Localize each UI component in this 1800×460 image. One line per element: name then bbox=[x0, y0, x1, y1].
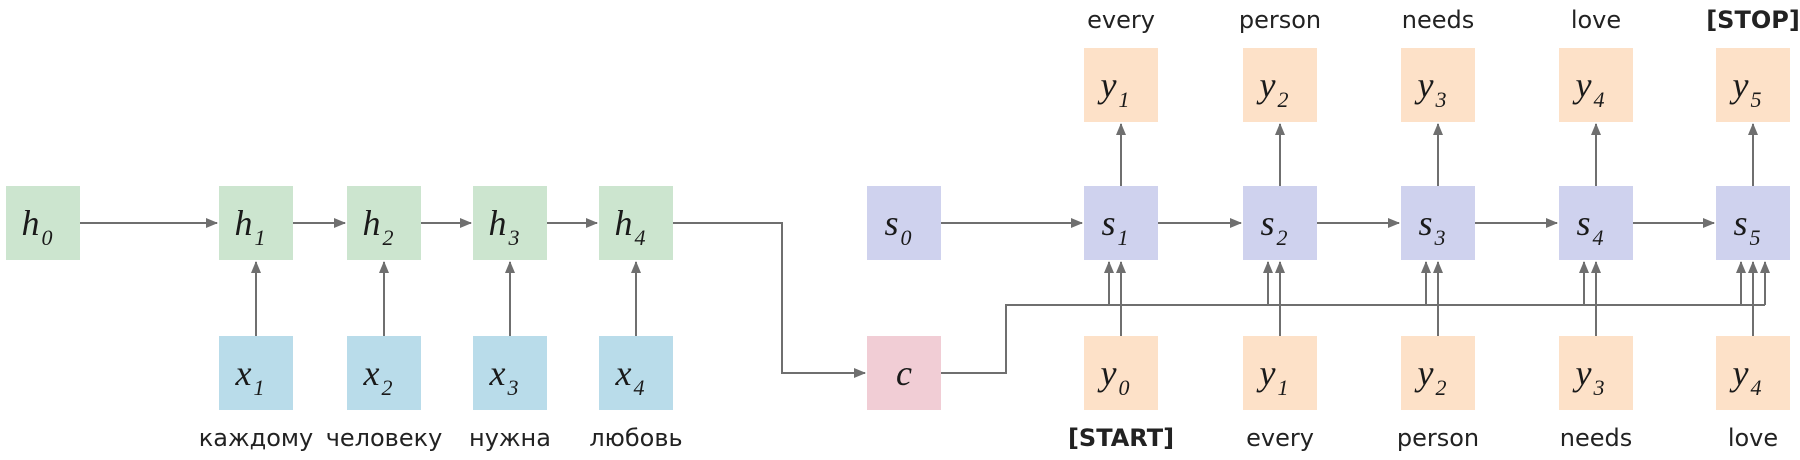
encoder-hidden-4-label: h4 bbox=[615, 203, 646, 250]
context-vector-box bbox=[867, 336, 941, 410]
decoder-state-5-label: s5 bbox=[1733, 203, 1760, 250]
decoder-input-0: y0 bbox=[1084, 336, 1158, 410]
encoder-hidden-1-box bbox=[219, 186, 293, 260]
decoder-output-word-1: every bbox=[1087, 6, 1155, 34]
encoder-input-2-box bbox=[347, 336, 421, 410]
decoder-state-0: s0 bbox=[867, 186, 941, 260]
decoder-input-word-1: every bbox=[1246, 424, 1314, 452]
decoder-output-4-label: y4 bbox=[1573, 65, 1605, 112]
edges bbox=[80, 123, 1770, 378]
decoder-state-0-label: s0 bbox=[884, 203, 911, 250]
decoder-output-5: y5 bbox=[1716, 48, 1790, 122]
decoder-state-5-box bbox=[1716, 186, 1790, 260]
encoder-input-4-box bbox=[599, 336, 673, 410]
decoder-input-word-2: person bbox=[1397, 424, 1479, 452]
encoder-input-1-label: x1 bbox=[235, 353, 265, 400]
decoder-output-word-5: [STOP] bbox=[1706, 6, 1800, 34]
decoder-state-5: s5 bbox=[1716, 186, 1790, 260]
encoder-hidden-2-label: h2 bbox=[363, 203, 394, 250]
decoder-output-word-2: person bbox=[1239, 6, 1321, 34]
encoder-input-word-2: человеку bbox=[326, 424, 443, 452]
encoder-input-word-1: каждому bbox=[199, 424, 313, 452]
decoder-input-0-box bbox=[1084, 336, 1158, 410]
decoder-state-4: s4 bbox=[1559, 186, 1633, 260]
encoder-input-2-label: x2 bbox=[363, 353, 393, 400]
decoder-state-1-label: s1 bbox=[1101, 203, 1128, 250]
encoder-hidden-1: h1 bbox=[219, 186, 293, 260]
encoder-hidden-2-box bbox=[347, 186, 421, 260]
nodes: h0 h1 h2 h3 h4 x1 каждому x2 человеку x3 нужна x4 лю… bbox=[6, 6, 1800, 452]
decoder-input-word-3: needs bbox=[1560, 424, 1632, 452]
decoder-output-5-label: y5 bbox=[1730, 65, 1762, 112]
context-vector-label: c bbox=[896, 353, 912, 393]
decoder-state-1: s1 bbox=[1084, 186, 1158, 260]
encoder-hidden-3: h3 bbox=[473, 186, 547, 260]
encoder-input-word-3: нужна bbox=[469, 424, 551, 452]
encoder-hidden-0-box bbox=[6, 186, 80, 260]
encoder-input-4-label: x4 bbox=[615, 353, 645, 400]
decoder-state-2: s2 bbox=[1243, 186, 1317, 260]
decoder-input-1-label: y1 bbox=[1257, 353, 1289, 400]
decoder-output-word-4: love bbox=[1571, 6, 1621, 34]
decoder-output-4-box bbox=[1559, 48, 1633, 122]
encoder-input-3-label: x3 bbox=[489, 353, 519, 400]
decoder-state-1-box bbox=[1084, 186, 1158, 260]
edge-h4-context bbox=[673, 222, 866, 378]
decoder-input-3-label: y3 bbox=[1573, 353, 1605, 400]
decoder-output-2: y2 bbox=[1243, 48, 1317, 122]
decoder-output-5-box bbox=[1716, 48, 1790, 122]
decoder-output-word-3: needs bbox=[1402, 6, 1474, 34]
encoder-input-4: x4 bbox=[599, 336, 673, 410]
encoder-hidden-4-box bbox=[599, 186, 673, 260]
encoder-hidden-0: h0 bbox=[6, 186, 80, 260]
encoder-input-3-box bbox=[473, 336, 547, 410]
decoder-input-2: y2 bbox=[1401, 336, 1475, 410]
decoder-output-3-label: y3 bbox=[1415, 65, 1447, 112]
decoder-output-2-box bbox=[1243, 48, 1317, 122]
encoder-hidden-4: h4 bbox=[599, 186, 673, 260]
encoder-hidden-2: h2 bbox=[347, 186, 421, 260]
decoder-output-1: y1 bbox=[1084, 48, 1158, 122]
decoder-state-3: s3 bbox=[1401, 186, 1475, 260]
encoder-input-3: x3 bbox=[473, 336, 547, 410]
decoder-output-1-label: y1 bbox=[1098, 65, 1130, 112]
decoder-input-word-0: [START] bbox=[1068, 424, 1174, 452]
decoder-input-4-label: y4 bbox=[1730, 353, 1762, 400]
context-bus bbox=[941, 304, 1765, 374]
decoder-output-4: y4 bbox=[1559, 48, 1633, 122]
context-vector: c bbox=[867, 336, 941, 410]
encoder-hidden-0-label: h0 bbox=[22, 203, 53, 250]
decoder-input-2-label: y2 bbox=[1415, 353, 1447, 400]
decoder-state-4-box bbox=[1559, 186, 1633, 260]
decoder-input-4: y4 bbox=[1716, 336, 1790, 410]
decoder-output-1-box bbox=[1084, 48, 1158, 122]
decoder-input-3: y3 bbox=[1559, 336, 1633, 410]
encoder-hidden-3-box bbox=[473, 186, 547, 260]
decoder-input-3-box bbox=[1559, 336, 1633, 410]
decoder-state-0-box bbox=[867, 186, 941, 260]
decoder-output-3: y3 bbox=[1401, 48, 1475, 122]
decoder-input-2-box bbox=[1401, 336, 1475, 410]
decoder-state-3-box bbox=[1401, 186, 1475, 260]
encoder-hidden-1-label: h1 bbox=[235, 203, 266, 250]
encoder-hidden-3-label: h3 bbox=[489, 203, 520, 250]
decoder-input-word-4: love bbox=[1728, 424, 1778, 452]
encoder-input-1-box bbox=[219, 336, 293, 410]
decoder-state-4-label: s4 bbox=[1576, 203, 1603, 250]
decoder-state-2-box bbox=[1243, 186, 1317, 260]
encoder-input-word-4: любовь bbox=[589, 424, 682, 452]
decoder-input-1: y1 bbox=[1243, 336, 1317, 410]
decoder-state-2-label: s2 bbox=[1260, 203, 1287, 250]
decoder-input-1-box bbox=[1243, 336, 1317, 410]
decoder-output-2-label: y2 bbox=[1257, 65, 1289, 112]
encoder-input-1: x1 bbox=[219, 336, 293, 410]
encoder-input-2: x2 bbox=[347, 336, 421, 410]
decoder-state-3-label: s3 bbox=[1418, 203, 1445, 250]
decoder-output-3-box bbox=[1401, 48, 1475, 122]
decoder-input-4-box bbox=[1716, 336, 1790, 410]
decoder-input-0-label: y0 bbox=[1098, 353, 1130, 400]
